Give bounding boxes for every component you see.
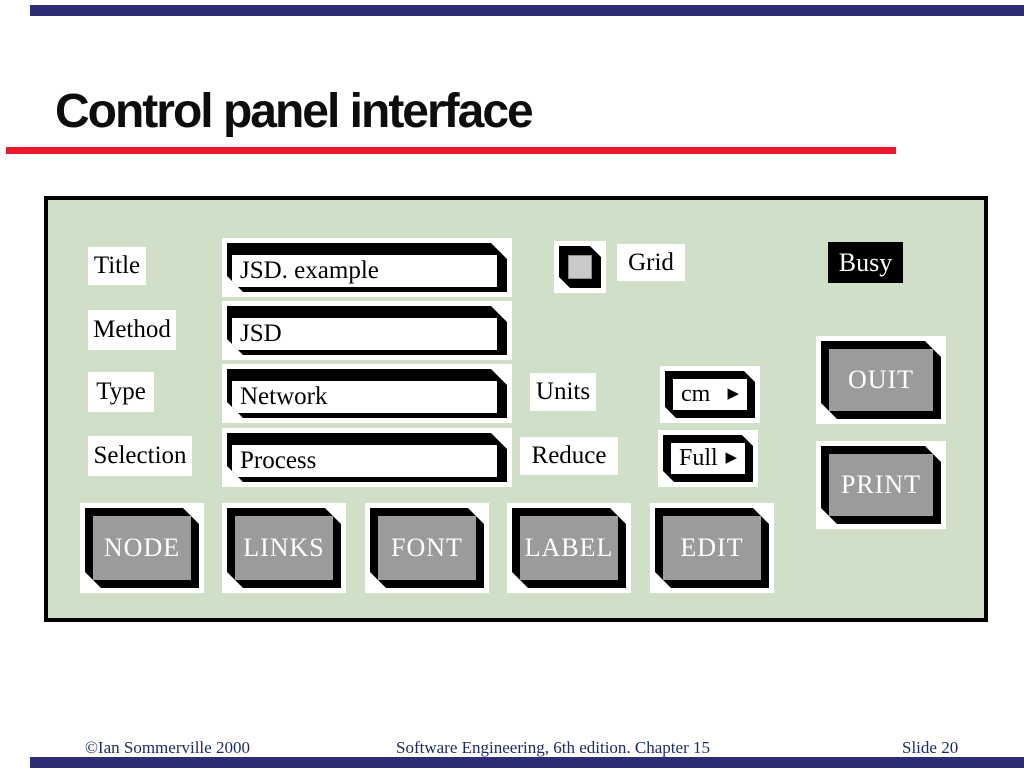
dropdown-arrow-icon[interactable]: ▶ <box>727 386 739 402</box>
type-field: Network <box>222 364 512 423</box>
method-input[interactable]: JSD <box>232 318 497 350</box>
type-input[interactable]: Network <box>232 381 497 413</box>
links-button[interactable]: LINKS <box>222 503 346 593</box>
node-button[interactable]: NODE <box>80 503 204 593</box>
units-dropdown-value[interactable]: cm <box>681 381 711 407</box>
title-underline <box>6 147 896 154</box>
footer-book-reference: Software Engineering, 6th edition. Chapt… <box>396 738 710 757</box>
title-field-label: Title <box>88 247 146 285</box>
control-panel: Title Method Type Selection JSD. example… <box>44 196 988 622</box>
page-title: Control panel interface <box>55 85 534 138</box>
reduce-dropdown-value[interactable]: Full <box>679 445 718 471</box>
edit-button[interactable]: EDIT <box>650 503 774 593</box>
footer-copyright: ©Ian Sommerville 2000 <box>85 738 250 757</box>
font-button-label[interactable]: FONT <box>378 516 476 580</box>
units-dropdown-label: Units <box>530 373 596 411</box>
footer-slide-number: Slide 20 <box>902 738 959 757</box>
title-field: JSD. example <box>222 238 512 297</box>
top-rule-bar <box>30 5 1024 16</box>
reduce-dropdown[interactable]: Full ▶ <box>658 430 758 487</box>
title-input[interactable]: JSD. example <box>232 255 497 287</box>
links-button-label[interactable]: LINKS <box>235 516 333 580</box>
print-button-label[interactable]: PRINT <box>829 454 933 516</box>
quit-button[interactable]: OUIT <box>816 336 946 424</box>
font-button[interactable]: FONT <box>365 503 489 593</box>
selection-input[interactable]: Process <box>232 445 497 477</box>
selection-field-label: Selection <box>88 436 192 476</box>
units-dropdown[interactable]: cm ▶ <box>660 366 760 423</box>
selection-field: Process <box>222 428 512 487</box>
busy-status-badge: Busy <box>828 242 903 283</box>
type-field-label: Type <box>88 372 154 412</box>
print-button[interactable]: PRINT <box>816 441 946 529</box>
label-button-label[interactable]: LABEL <box>520 516 618 580</box>
grid-checkbox-label: Grid <box>617 244 685 281</box>
method-field: JSD <box>222 301 512 360</box>
label-button[interactable]: LABEL <box>507 503 631 593</box>
reduce-dropdown-label: Reduce <box>520 437 618 475</box>
bottom-rule-bar <box>30 757 1024 768</box>
grid-checkbox-box[interactable] <box>568 255 592 279</box>
edit-button-label[interactable]: EDIT <box>663 516 761 580</box>
quit-button-label[interactable]: OUIT <box>829 349 933 411</box>
grid-checkbox[interactable] <box>554 241 606 293</box>
method-field-label: Method <box>88 310 176 350</box>
dropdown-arrow-icon[interactable]: ▶ <box>725 450 737 466</box>
node-button-label[interactable]: NODE <box>93 516 191 580</box>
